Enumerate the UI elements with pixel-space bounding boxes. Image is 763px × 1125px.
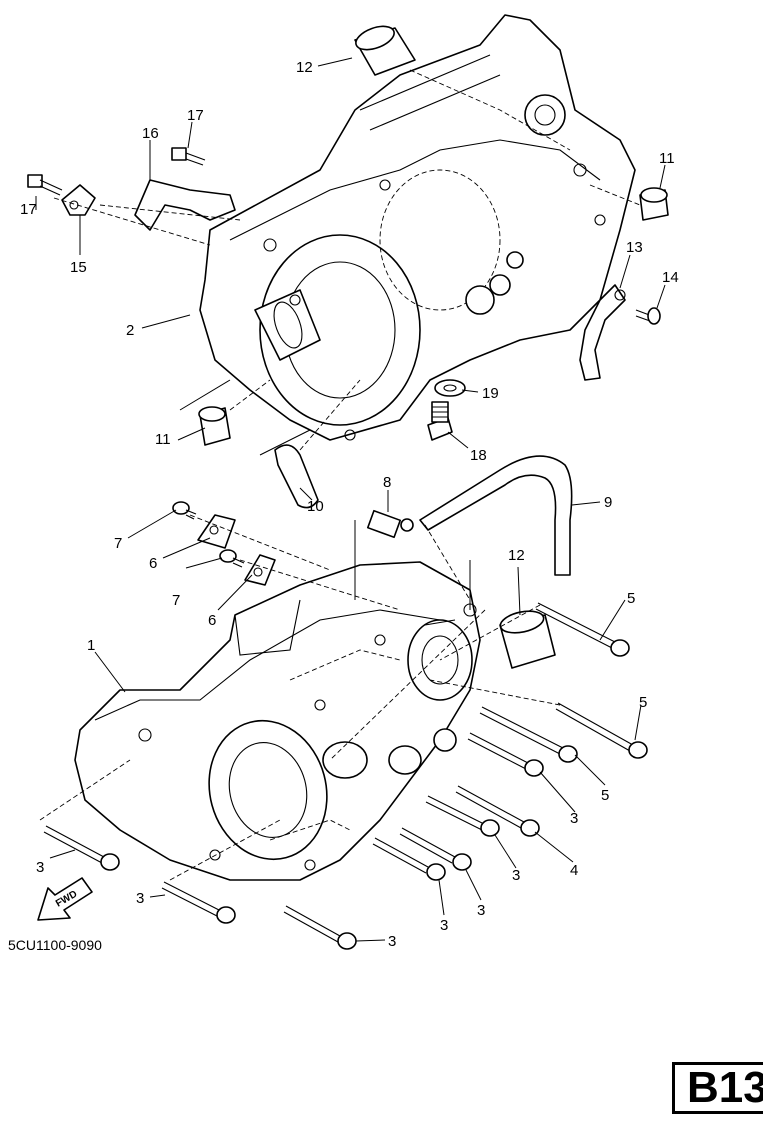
callout-2: 2 — [126, 322, 134, 339]
callout-12-upper: 12 — [296, 59, 313, 76]
diagram-code: 5CU1100-9090 — [8, 937, 102, 953]
callout-17-left: 17 — [20, 201, 37, 218]
drain-bolt-18 — [427, 401, 453, 441]
bolt-3-g — [283, 905, 357, 950]
bracket-6-lower — [244, 554, 276, 586]
bolt-3-a — [467, 732, 544, 777]
bolt-3-d — [372, 837, 446, 881]
cable-guide-16 — [134, 179, 236, 231]
callout-labels: 12 17 16 17 15 11 13 14 2 19 11 18 8 9 1… — [20, 59, 679, 950]
callout-5-mid: 5 — [601, 787, 609, 804]
bolt-5-c — [479, 706, 578, 763]
bolt-3-c — [399, 827, 472, 871]
callout-3-b: 3 — [512, 867, 520, 884]
fitting-8 — [366, 509, 414, 539]
forward-arrow-icon: FWD — [37, 877, 93, 921]
bushing-12-upper — [354, 25, 416, 76]
callout-3-c: 3 — [477, 902, 485, 919]
bushing-11-left — [198, 406, 231, 446]
bolt-7-lower — [219, 549, 245, 568]
callout-12-lower: 12 — [508, 547, 525, 564]
bolt-3-b — [425, 795, 500, 837]
bracket-6-upper — [197, 514, 236, 549]
callout-3-bottom: 3 — [136, 890, 144, 907]
callout-16: 16 — [142, 125, 159, 142]
page-tag: B13 — [672, 1062, 763, 1114]
callout-3-d: 3 — [440, 917, 448, 934]
callout-5-top: 5 — [627, 590, 635, 607]
callout-3-left: 3 — [36, 859, 44, 876]
bracket-15 — [61, 184, 96, 216]
callout-14: 14 — [662, 269, 679, 286]
bolt-5-a — [535, 602, 630, 657]
o-ring-10 — [274, 444, 319, 509]
bushing-12-lower — [499, 610, 556, 669]
bushing-11-right — [639, 187, 669, 221]
bolt-3-e — [43, 825, 120, 871]
callout-9: 9 — [604, 494, 612, 511]
bolt-5-b — [555, 702, 648, 759]
bolt-3-f — [161, 881, 236, 924]
callout-1: 1 — [87, 637, 95, 654]
bolt-17-left — [27, 174, 63, 196]
chain-guide-13 — [579, 284, 626, 381]
callout-8: 8 — [383, 474, 391, 491]
callout-10: 10 — [307, 498, 324, 515]
bolts-group — [43, 602, 648, 950]
callout-6-upper: 6 — [149, 555, 157, 572]
callout-5-right: 5 — [639, 694, 647, 711]
callout-17-upper: 17 — [187, 107, 204, 124]
callout-19: 19 — [482, 385, 499, 402]
washer-19 — [434, 379, 466, 397]
callout-11-left: 11 — [155, 431, 171, 448]
bolt-7-upper — [172, 501, 197, 520]
callout-3-bottom-right: 3 — [388, 933, 396, 950]
bolt-4 — [455, 785, 540, 837]
callout-6-lower: 6 — [208, 612, 216, 629]
callout-4: 4 — [570, 862, 578, 879]
callout-7-upper: 7 — [114, 535, 122, 552]
callout-18: 18 — [470, 447, 487, 464]
callout-7-lower: 7 — [172, 592, 180, 609]
crankcase-1 — [74, 561, 481, 881]
callout-3-a: 3 — [570, 810, 578, 827]
screw-14 — [635, 307, 661, 325]
callout-15: 15 — [70, 259, 87, 276]
callout-13: 13 — [626, 239, 643, 256]
leader-lines — [35, 57, 666, 942]
crankcase-2 — [199, 14, 636, 441]
callout-11-right: 11 — [659, 150, 675, 167]
bolt-17-upper — [171, 147, 206, 166]
hose-9 — [419, 455, 573, 576]
